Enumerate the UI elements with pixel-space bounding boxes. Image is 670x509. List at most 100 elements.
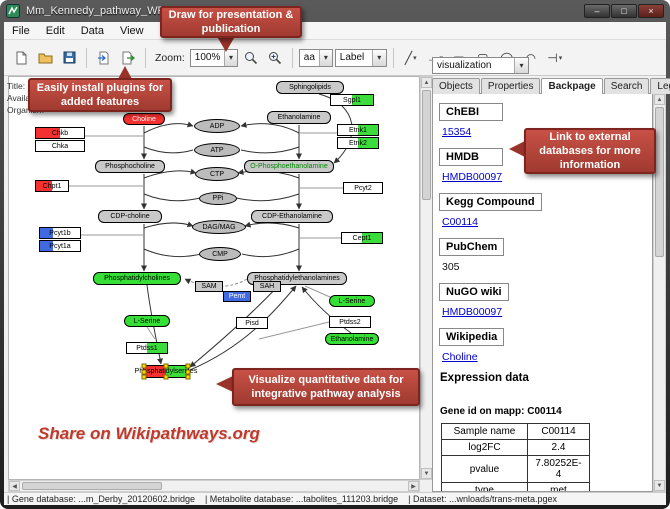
arc-tool-button[interactable]: ◠ bbox=[520, 47, 542, 69]
import-button[interactable] bbox=[93, 47, 115, 69]
open-file-button[interactable] bbox=[34, 47, 56, 69]
menu-view[interactable]: View bbox=[119, 24, 144, 37]
menu-edit[interactable]: Edit bbox=[45, 24, 65, 37]
zoom-fit-button[interactable] bbox=[240, 47, 262, 69]
tab-legend[interactable]: Legend bbox=[650, 78, 670, 94]
scroll-left-icon[interactable]: ◀ bbox=[9, 481, 20, 491]
pathway-node[interactable]: Pemt bbox=[223, 291, 251, 302]
line-tool-button[interactable]: ╱▾ bbox=[400, 47, 422, 69]
minimize-button[interactable]: – bbox=[584, 4, 610, 18]
chevron-down-icon[interactable]: ▾ bbox=[371, 49, 386, 66]
pathway-node[interactable]: CDP-Ethanolamine bbox=[251, 210, 333, 223]
pathway-node[interactable]: DAG/MAG bbox=[192, 220, 246, 234]
pathway-node[interactable]: SAM bbox=[195, 281, 223, 292]
pathway-node[interactable]: Chkb bbox=[35, 127, 85, 139]
title-bar[interactable]: Mm_Kennedy_pathway_WP1771_45176.gpml – □… bbox=[0, 0, 670, 22]
chebi-link[interactable]: 15354 bbox=[442, 126, 472, 138]
nugo-link[interactable]: HMDB00097 bbox=[442, 306, 503, 318]
selection-handle[interactable] bbox=[163, 363, 169, 369]
callout-pointer bbox=[218, 38, 234, 52]
pathway-node[interactable]: ADP bbox=[194, 119, 240, 133]
pathway-node[interactable]: ATP bbox=[194, 143, 240, 157]
pathway-node[interactable]: Etnk2 bbox=[337, 137, 379, 149]
selection-handle[interactable] bbox=[141, 363, 147, 369]
tab-objects[interactable]: Objects bbox=[432, 78, 480, 94]
canvas-horizontal-scrollbar[interactable]: ◀ ▶ bbox=[8, 480, 420, 492]
label-tool-select[interactable]: Label ▾ bbox=[334, 48, 387, 67]
visualization-value: visualization bbox=[437, 60, 492, 71]
new-file-button[interactable] bbox=[10, 47, 32, 69]
pathway-node[interactable]: SAH bbox=[253, 281, 281, 292]
scroll-thumb[interactable] bbox=[22, 482, 162, 490]
close-button[interactable]: × bbox=[638, 4, 664, 18]
visualization-select[interactable]: visualization ▾ bbox=[432, 57, 529, 74]
pathway-node[interactable]: L-Serine bbox=[124, 315, 170, 327]
export-button[interactable] bbox=[117, 47, 139, 69]
toolbar: Zoom: 100% ▾ aa ▾ Label ▾ ╱▾ →▾ bbox=[4, 40, 666, 76]
backpage-panel: ChEBI 15354 HMDB HMDB00097 Kegg Compound… bbox=[432, 93, 653, 492]
selection-handle[interactable] bbox=[185, 363, 191, 369]
scroll-right-icon[interactable]: ▶ bbox=[408, 481, 419, 491]
pathway-node[interactable]: Phosphocholine bbox=[95, 160, 165, 173]
pathway-node[interactable]: L-Serine bbox=[329, 295, 375, 307]
pathway-node[interactable]: Ethanolamine bbox=[325, 333, 379, 345]
pathway-node[interactable]: Cept1 bbox=[341, 232, 383, 244]
pathway-node[interactable]: Etnk1 bbox=[337, 124, 379, 136]
table-row: pvalue 7.80252E-4 bbox=[441, 455, 590, 483]
tbar-tool-button[interactable]: ⊣▾ bbox=[544, 47, 566, 69]
menu-file[interactable]: File bbox=[12, 24, 30, 37]
menu-data[interactable]: Data bbox=[80, 24, 104, 37]
pathway-node[interactable]: CTP bbox=[195, 167, 239, 181]
pathway-node[interactable]: Pcyt1b bbox=[39, 227, 81, 239]
chevron-down-icon[interactable]: ▾ bbox=[514, 58, 528, 73]
selection-handle[interactable] bbox=[185, 369, 191, 374]
pathway-node[interactable]: Pcyt2 bbox=[343, 182, 383, 194]
scroll-up-icon[interactable]: ▲ bbox=[421, 77, 432, 88]
pathway-node[interactable]: O-Phosphoethanolamine bbox=[244, 160, 334, 173]
selection-handle[interactable] bbox=[185, 374, 191, 380]
tab-backpage[interactable]: Backpage bbox=[541, 78, 603, 94]
pathway-node[interactable]: Ptdss2 bbox=[329, 316, 371, 328]
hmdb-link[interactable]: HMDB00097 bbox=[442, 171, 503, 183]
pathway-node[interactable]: Phosphatidylserines bbox=[135, 363, 197, 380]
text-style-select[interactable]: aa ▾ bbox=[298, 48, 333, 67]
table-cell: 7.80252E-4 bbox=[527, 455, 590, 483]
kegg-link[interactable]: C00114 bbox=[442, 216, 479, 228]
pathway-node[interactable]: Choline bbox=[123, 113, 165, 125]
scroll-thumb[interactable] bbox=[422, 90, 431, 200]
canvas-vertical-scrollbar[interactable]: ▲ ▼ bbox=[420, 76, 433, 480]
wikipedia-link[interactable]: Choline bbox=[442, 351, 478, 363]
pathway-node[interactable]: Pcyt1a bbox=[39, 240, 81, 252]
pathway-node[interactable]: Pisd bbox=[236, 317, 268, 329]
scroll-thumb[interactable] bbox=[655, 107, 664, 257]
tab-search[interactable]: Search bbox=[603, 78, 650, 94]
pathway-node[interactable]: Ethanolamine bbox=[267, 111, 331, 124]
chevron-down-icon[interactable]: ▾ bbox=[224, 49, 237, 66]
scroll-down-icon[interactable]: ▼ bbox=[421, 468, 432, 479]
table-cell: Sample name bbox=[441, 423, 528, 440]
callout-pointer bbox=[216, 376, 233, 392]
pathway-node[interactable]: Sphingolipids bbox=[276, 81, 344, 94]
pathway-node[interactable]: Chpt1 bbox=[35, 180, 69, 192]
scroll-up-icon[interactable]: ▲ bbox=[654, 94, 665, 105]
save-button[interactable] bbox=[58, 47, 80, 69]
selection-handle[interactable] bbox=[141, 369, 147, 374]
pathway-node[interactable]: Ptdss1 bbox=[126, 342, 168, 354]
pathway-node[interactable]: CDP-choline bbox=[98, 210, 162, 223]
zoom-selection-button[interactable] bbox=[264, 47, 286, 69]
selection-handle[interactable] bbox=[141, 374, 147, 380]
scroll-down-icon[interactable]: ▼ bbox=[654, 480, 665, 491]
selection-handle[interactable] bbox=[163, 374, 169, 380]
section-header: NuGO wiki bbox=[439, 283, 509, 301]
pathway-node[interactable]: CMP bbox=[199, 247, 241, 261]
pathway-node[interactable]: PPi bbox=[199, 192, 237, 205]
sidebar-scrollbar[interactable]: ▲ ▼ bbox=[653, 93, 666, 492]
chevron-down-icon[interactable]: ▾ bbox=[318, 49, 332, 66]
zoom-select[interactable]: 100% ▾ bbox=[189, 48, 238, 67]
pathway-node[interactable]: Sgpl1 bbox=[330, 94, 374, 106]
pathway-node[interactable]: Phosphatidylcholines bbox=[93, 272, 181, 285]
pathway-node[interactable]: Chka bbox=[35, 140, 85, 152]
maximize-button[interactable]: □ bbox=[611, 4, 637, 18]
tab-properties[interactable]: Properties bbox=[480, 78, 541, 94]
